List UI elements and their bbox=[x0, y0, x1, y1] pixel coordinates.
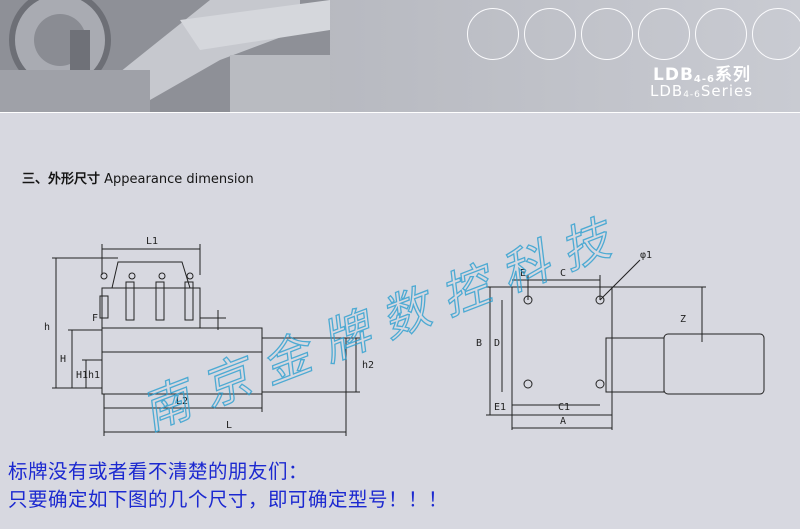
header-divider bbox=[0, 112, 800, 113]
svg-text:h: h bbox=[44, 322, 50, 333]
svg-text:φ1: φ1 bbox=[640, 250, 652, 261]
catalog-header: LDB4-6系列 LDB4-6Series bbox=[0, 0, 800, 112]
svg-text:D: D bbox=[494, 338, 500, 349]
svg-text:B: B bbox=[476, 338, 482, 349]
section-title: 三、外形尺寸 Appearance dimension bbox=[22, 172, 254, 187]
svg-text:L1: L1 bbox=[146, 236, 158, 247]
notice-line-1: 标牌没有或者看不清楚的朋友们： bbox=[8, 460, 309, 483]
svg-text:F: F bbox=[92, 313, 98, 324]
svg-text:L2: L2 bbox=[176, 396, 188, 407]
svg-text:C1: C1 bbox=[558, 402, 570, 413]
series-title-en: LDB4-6Series bbox=[650, 82, 754, 100]
svg-text:C: C bbox=[560, 268, 566, 279]
series-title-cn: LDB4-6系列 bbox=[653, 65, 751, 85]
svg-text:E1: E1 bbox=[494, 402, 506, 413]
dimension-drawing: L1 F h H H1 h1 h2 L2 L E C φ1 B D E1 C1 … bbox=[44, 236, 765, 436]
side-view: E C φ1 B D E1 C1 A Z bbox=[476, 250, 765, 430]
notice-line-2: 只要确定如下图的几个尺寸，即可确定型号！！！ bbox=[8, 488, 449, 511]
svg-text:E: E bbox=[520, 268, 526, 279]
svg-text:L: L bbox=[226, 420, 232, 431]
svg-text:Z: Z bbox=[680, 314, 686, 325]
svg-text:H1: H1 bbox=[76, 370, 88, 381]
svg-text:h2: h2 bbox=[362, 360, 374, 371]
svg-text:H: H bbox=[60, 354, 66, 365]
svg-text:h1: h1 bbox=[88, 370, 100, 381]
front-view: L1 F h H H1 h1 h2 L2 L bbox=[44, 236, 374, 436]
svg-text:A: A bbox=[560, 416, 566, 427]
machine-photo bbox=[0, 0, 330, 112]
